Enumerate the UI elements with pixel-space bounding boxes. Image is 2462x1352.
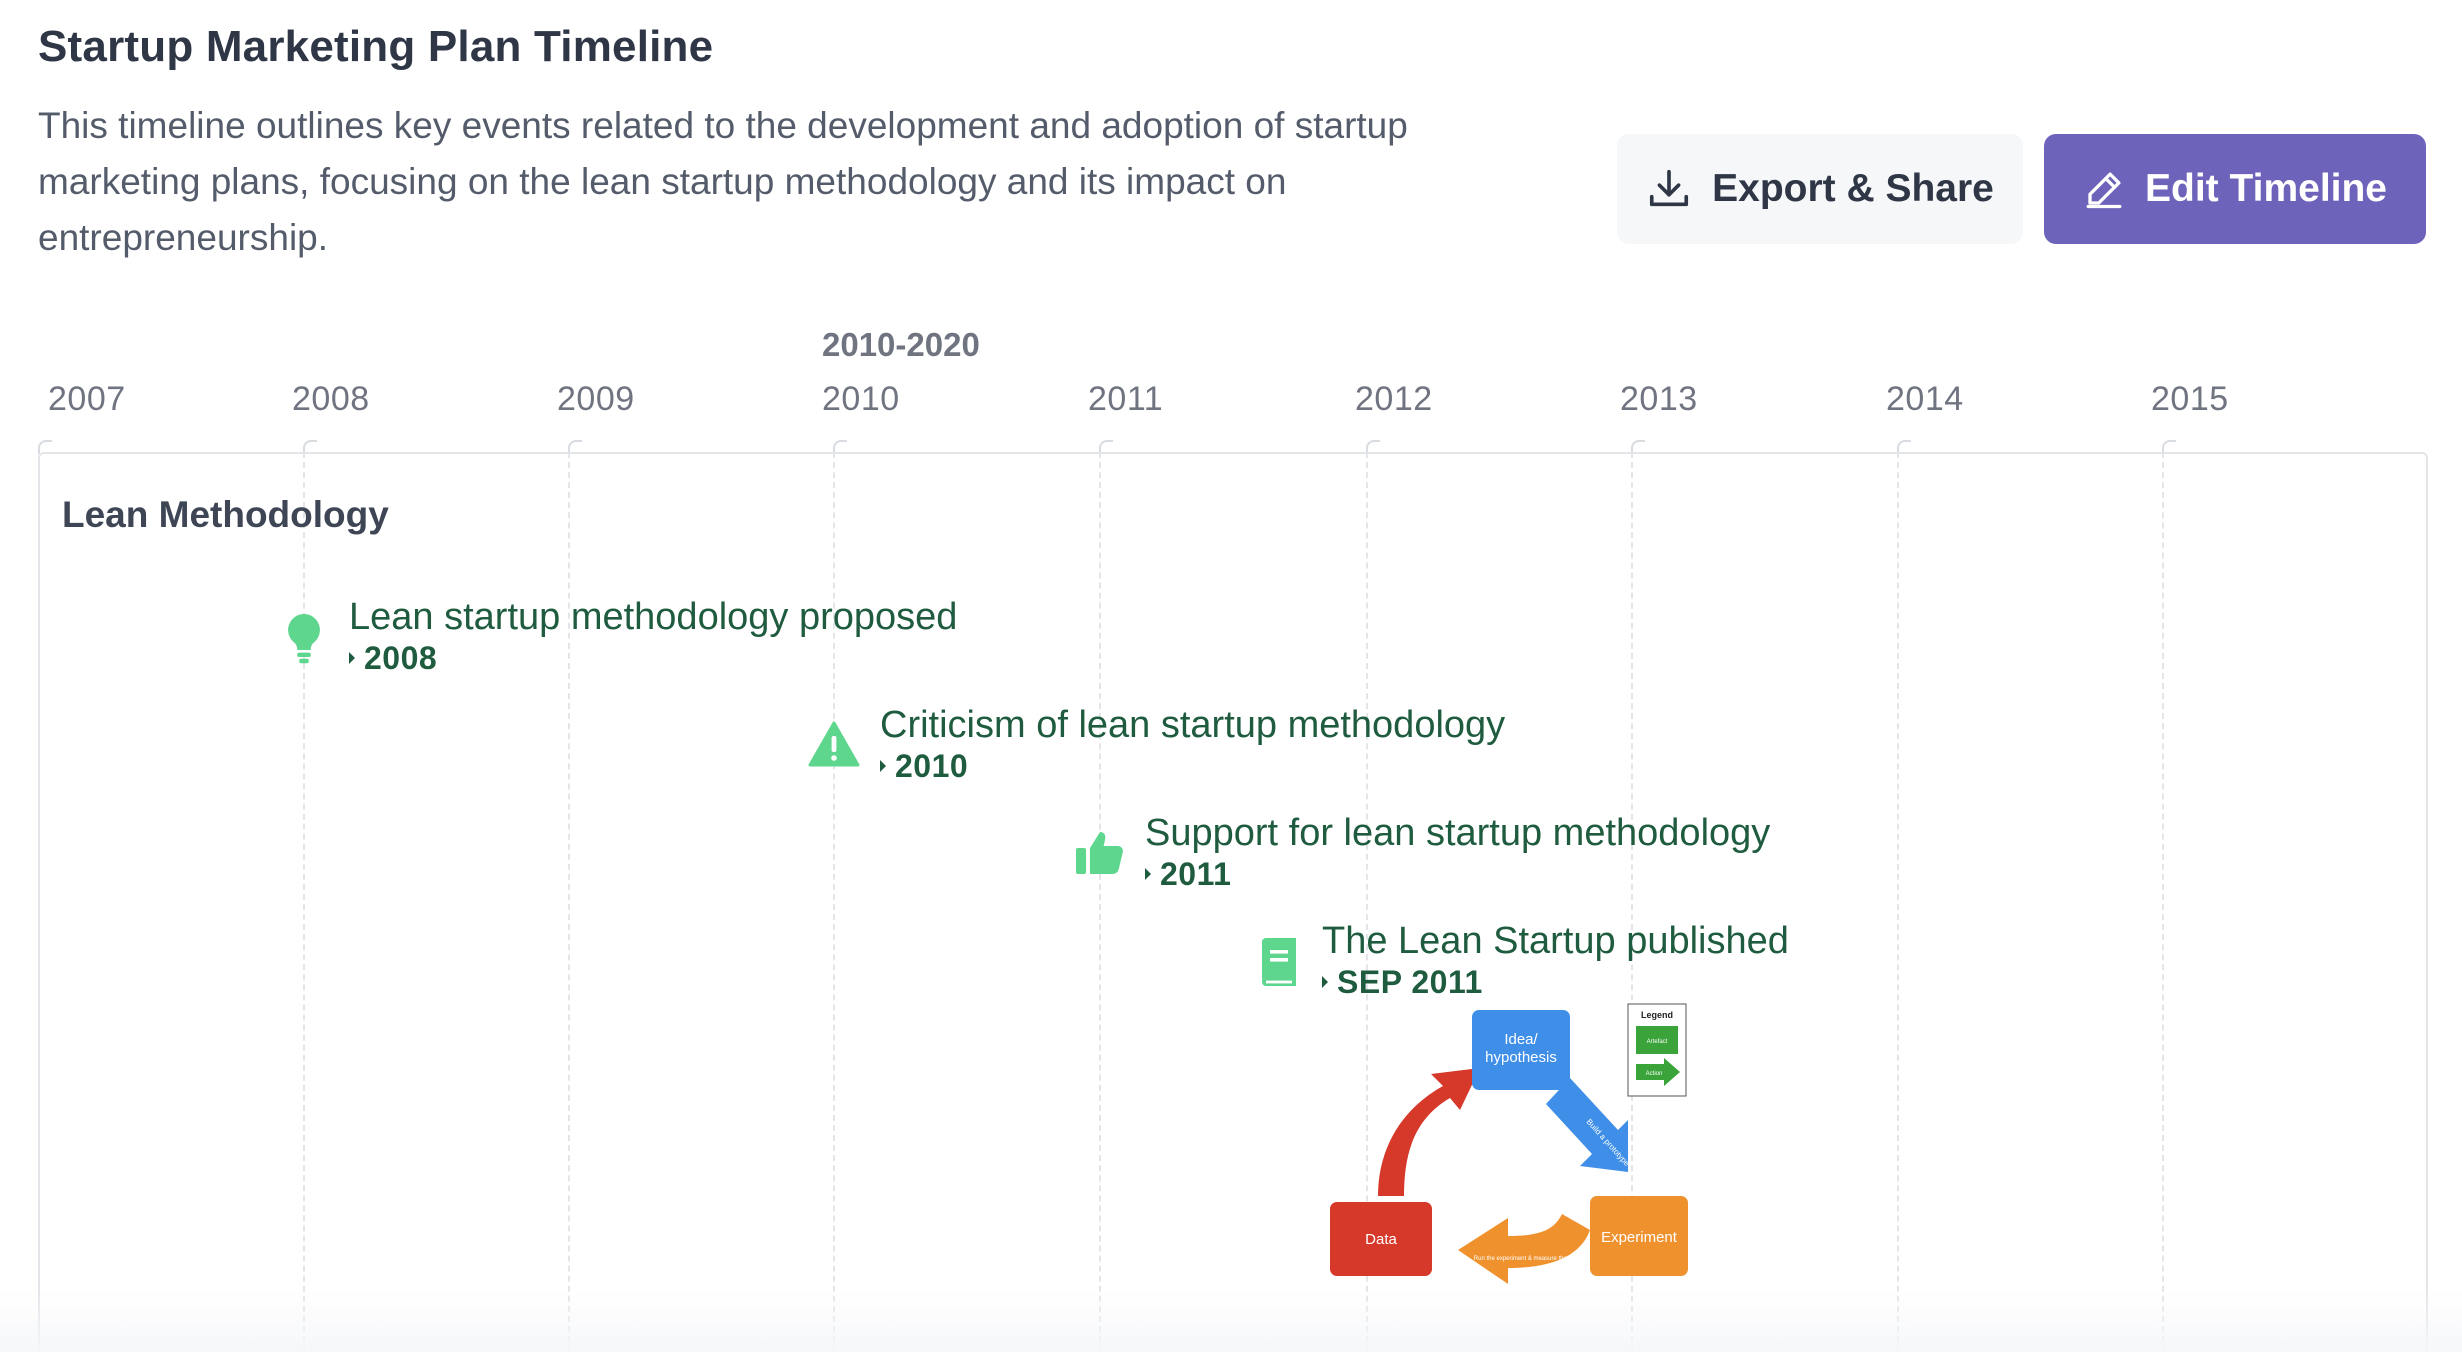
pen-icon xyxy=(2086,172,2122,209)
axis-tick xyxy=(1631,440,1645,454)
event-date: 2010 xyxy=(880,748,968,785)
legend-artefact: Artefact xyxy=(1647,1039,1668,1045)
export-share-button[interactable]: Export & Share xyxy=(1617,134,2023,244)
year-label: 2014 xyxy=(1886,380,1964,418)
event-title: The Lean Startup published xyxy=(1322,920,1789,962)
learn-arrow xyxy=(1378,1068,1480,1196)
axis-tick xyxy=(2162,440,2176,454)
book-icon xyxy=(1262,938,1296,986)
lane-title: Lean Methodology xyxy=(62,494,389,535)
grid-line xyxy=(1897,452,1899,1352)
grid-line xyxy=(303,452,305,1352)
event-date: 2011 xyxy=(1145,856,1231,893)
axis-tick xyxy=(833,440,847,454)
experiment-label: Experiment xyxy=(1601,1229,1678,1246)
year-label: 2015 xyxy=(2151,380,2229,418)
year-label: 2008 xyxy=(292,380,370,418)
event-title: Criticism of lean startup methodology xyxy=(880,704,1506,746)
legend-title: Legend xyxy=(1641,1010,1673,1020)
export-share-label: Export & Share xyxy=(1712,167,1994,210)
idea-box xyxy=(1472,1010,1570,1090)
lightbulb-icon xyxy=(288,614,320,664)
warning-icon xyxy=(808,721,860,767)
event-date: 2008 xyxy=(349,640,437,677)
grid-line xyxy=(1099,452,1101,1352)
event-title: Lean startup methodology proposed xyxy=(349,596,958,638)
axis-tick xyxy=(1897,440,1911,454)
year-label: 2011 xyxy=(1088,380,1164,418)
data-box xyxy=(1330,1202,1432,1276)
grid-line xyxy=(1366,452,1368,1352)
measure-arrow xyxy=(1458,1214,1590,1284)
grid-line xyxy=(833,452,835,1352)
page-title: Startup Marketing Plan Timeline xyxy=(38,22,714,71)
thumbs-up-icon xyxy=(1076,832,1123,874)
idea-label: Idea/ xyxy=(1504,1031,1538,1048)
grid-line xyxy=(568,452,570,1352)
grid-line xyxy=(1631,452,1633,1352)
edit-timeline-label: Edit Timeline xyxy=(2145,167,2387,210)
axis-tick xyxy=(568,440,582,454)
measure-arrow-label: Run the experiment & measure the results xyxy=(1474,1256,1586,1262)
event-title: Support for lean startup methodology xyxy=(1145,812,1771,854)
grid-line xyxy=(2162,452,2164,1352)
build-arrow xyxy=(1546,1078,1628,1172)
bottom-fade xyxy=(0,1290,2462,1352)
era-label: 2010-2020 xyxy=(822,326,980,363)
year-label: 2009 xyxy=(557,380,635,418)
download-icon xyxy=(1650,169,1689,207)
data-label: Data xyxy=(1365,1231,1397,1248)
learn-arrow-label: Learn from the data xyxy=(1409,1131,1439,1181)
experiment-box xyxy=(1590,1196,1688,1276)
timeline-frame xyxy=(38,452,2428,1352)
year-label: 2012 xyxy=(1355,380,1433,418)
axis-tick xyxy=(303,440,317,454)
year-label: 2013 xyxy=(1620,380,1698,418)
event-date: SEP 2011 xyxy=(1322,964,1483,1001)
axis-tick xyxy=(38,440,52,454)
year-label: 2007 xyxy=(48,380,126,418)
page-description: This timeline outlines key events relate… xyxy=(38,105,1408,258)
idea-label: hypothesis xyxy=(1485,1049,1557,1066)
axis-tick xyxy=(1366,440,1380,454)
axis-tick xyxy=(1099,440,1113,454)
edit-timeline-button[interactable]: Edit Timeline xyxy=(2044,134,2426,244)
year-label: 2010 xyxy=(822,380,900,418)
legend-action: Action xyxy=(1646,1071,1663,1077)
lean-loop-diagram-image[interactable]: Idea/ hypothesis Experiment Data Build a… xyxy=(1318,1000,1698,1310)
